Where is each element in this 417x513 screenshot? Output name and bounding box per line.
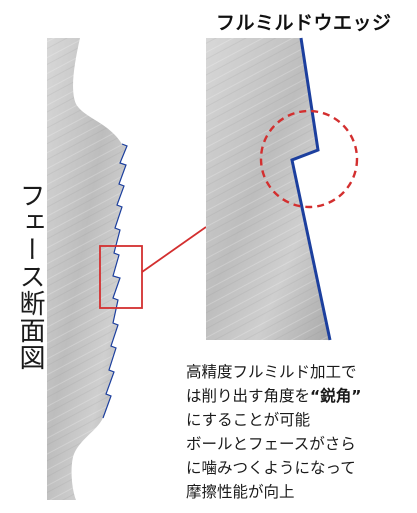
description-line-4: ボールとフェースがさら — [186, 435, 356, 453]
description-line-5: に噛みつくようになって — [186, 459, 356, 477]
diagram-title: フルミルドウエッジ — [216, 12, 392, 34]
magnified-edge-line — [290, 37, 332, 341]
acute-angle-emphasis: “鋭角” — [310, 387, 362, 405]
magnified-view — [206, 37, 359, 341]
description-text: 高精度フルミルド加工で は削り出す角度を“鋭角” にすることが可能 ボールとフェ… — [186, 360, 414, 504]
face-section-edge-line — [102, 143, 128, 419]
description-line-2: は削り出す角度を“鋭角” — [186, 384, 414, 408]
description-line-1: 高精度フルミルド加工で — [186, 363, 357, 381]
description-line-3: にすることが可能 — [186, 411, 311, 429]
callout-connector-line — [141, 226, 207, 273]
description-line-2-text: は削り出す角度を — [186, 387, 311, 405]
face-cross-section — [47, 38, 128, 500]
focus-circle — [259, 109, 359, 209]
description-line-6: 摩擦性能が向上 — [186, 483, 295, 501]
side-label: フェース断面図 — [15, 182, 45, 371]
callout-box — [99, 245, 143, 309]
